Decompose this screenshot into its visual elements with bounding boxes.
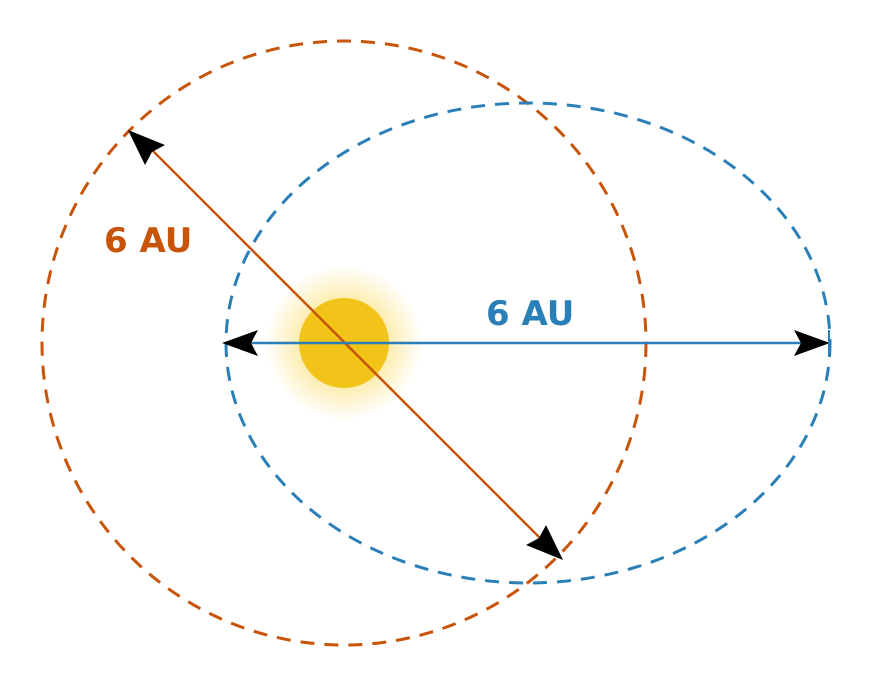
orange-arrowhead-top	[128, 130, 165, 165]
blue-arrowhead-left	[222, 330, 258, 356]
blue-arrowhead-right	[794, 330, 830, 356]
blue-length-label: 6 AU	[486, 294, 574, 334]
orange-diameter-line	[149, 147, 545, 543]
orange-length-label: 6 AU	[104, 221, 192, 261]
orange-arrowhead-bottom	[526, 525, 563, 560]
